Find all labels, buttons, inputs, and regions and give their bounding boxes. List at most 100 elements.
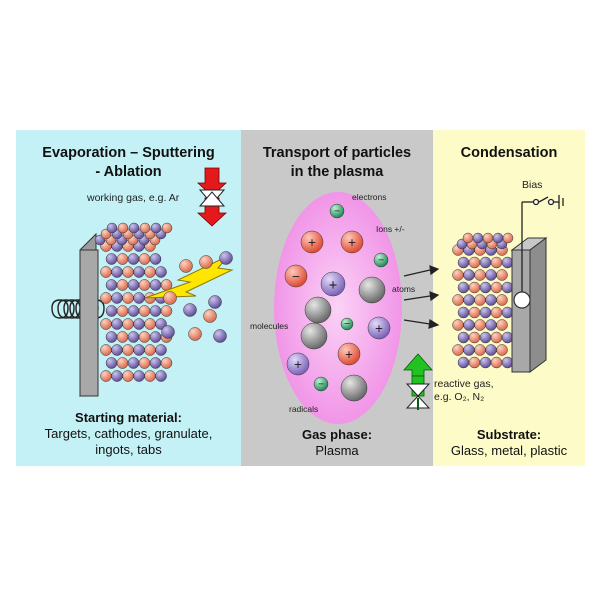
- substrate-atom: [496, 294, 508, 306]
- substrate-atom: [474, 294, 486, 306]
- target-atom: [127, 279, 140, 291]
- ejected-atom: [199, 255, 213, 269]
- target-atom: [144, 266, 156, 278]
- target-atom: [149, 331, 162, 343]
- target-atom: [116, 357, 129, 369]
- target-atom: [133, 344, 145, 356]
- substrate-atom: [490, 306, 503, 319]
- substrate-atom: [457, 331, 470, 344]
- substrate-atom: [501, 306, 514, 319]
- molecule: [304, 296, 332, 324]
- substrate-atom: [485, 344, 497, 356]
- working-gas-label: working gas, e.g. Ar: [87, 192, 180, 204]
- electron: [373, 252, 389, 268]
- target-atom: [116, 253, 129, 265]
- substrate-atom: [502, 232, 514, 244]
- substrate-atom: [485, 319, 497, 331]
- target-atom: [111, 344, 123, 356]
- substrate-atom: [452, 344, 464, 356]
- target-atom: [149, 357, 162, 369]
- target-atom: [138, 305, 151, 317]
- target-atom: [149, 279, 162, 291]
- target-atom: [155, 318, 167, 330]
- target-atom: [111, 292, 123, 304]
- target-atom: [127, 253, 140, 265]
- plus-sign: +: [308, 237, 317, 249]
- target-atom: [138, 279, 151, 291]
- target-atom: [100, 292, 112, 304]
- target-atom: [111, 266, 123, 278]
- target-atom: [150, 222, 162, 234]
- target-atom: [127, 357, 140, 369]
- positive-ion: [340, 230, 364, 254]
- negative-ion: [284, 264, 308, 288]
- minus-sign: −: [378, 256, 385, 265]
- ejected-atom: [203, 309, 217, 323]
- target-atom: [116, 305, 129, 317]
- substrate-atom: [496, 269, 508, 281]
- target-atom: [149, 305, 162, 317]
- target-atom: [149, 253, 162, 265]
- substrate-atom: [479, 331, 492, 344]
- target-atom: [116, 279, 129, 291]
- target-atom: [100, 370, 112, 382]
- ejected-atom: [208, 295, 222, 309]
- substrate-atom: [474, 319, 486, 331]
- target-atom: [100, 344, 112, 356]
- substrate-atom: [457, 256, 470, 269]
- target-atom: [122, 318, 134, 330]
- plus-sign: +: [375, 323, 384, 335]
- target-atom: [117, 222, 129, 234]
- positive-ion: [300, 230, 324, 254]
- reactive-gas-arrow-icon: [403, 353, 433, 410]
- substrate-atom: [485, 294, 497, 306]
- substrate-atom: [457, 356, 470, 369]
- target-atom: [160, 357, 173, 369]
- substrate-atom: [490, 281, 503, 294]
- condensation-title: Condensation: [460, 145, 558, 161]
- electron: [329, 203, 345, 219]
- substrate-atom: [496, 319, 508, 331]
- target-atom: [105, 331, 118, 343]
- substrate-atom: [474, 344, 486, 356]
- substrate-atom: [479, 256, 492, 269]
- substrate-caption: Substrate: Glass, metal, plastic: [450, 427, 568, 458]
- target-block: [79, 232, 99, 398]
- substrate-atom: [492, 232, 504, 244]
- target-atom: [133, 292, 145, 304]
- target-atom: [127, 305, 140, 317]
- target-atom: [138, 253, 151, 265]
- working-gas-arrow-icon: [196, 167, 228, 227]
- electron: [340, 317, 354, 331]
- substrate-atom: [452, 294, 464, 306]
- ejected-atom: [219, 251, 233, 265]
- target-atom: [122, 266, 134, 278]
- ejected-atom: [183, 303, 197, 317]
- substrate-atom: [479, 281, 492, 294]
- electrons-label: electrons: [352, 192, 387, 202]
- plus-sign: +: [294, 359, 303, 371]
- substrate-atom: [452, 269, 464, 281]
- target-atom: [138, 357, 151, 369]
- minus-sign: −: [292, 271, 301, 283]
- plus-sign: +: [348, 237, 357, 249]
- plasma-particles: −++−−+−+++−: [284, 203, 391, 402]
- target-atom: [160, 305, 173, 317]
- target-atom: [155, 344, 167, 356]
- target-atom: [144, 344, 156, 356]
- target-atom: [127, 331, 140, 343]
- target-atom: [155, 370, 167, 382]
- target-atom: [128, 222, 140, 234]
- substrate-atom: [462, 232, 474, 244]
- substrate-atom: [468, 256, 481, 269]
- minus-sign: −: [334, 207, 341, 216]
- substrate-atom: [501, 256, 514, 269]
- substrate-atom: [463, 344, 475, 356]
- substrate-atom: [468, 331, 481, 344]
- target-atom: [105, 357, 118, 369]
- substrate-atom: [490, 256, 503, 269]
- ejected-atom: [161, 325, 175, 339]
- minus-sign: −: [344, 319, 351, 328]
- transport-title: Transport of particles in the plasma: [262, 145, 412, 180]
